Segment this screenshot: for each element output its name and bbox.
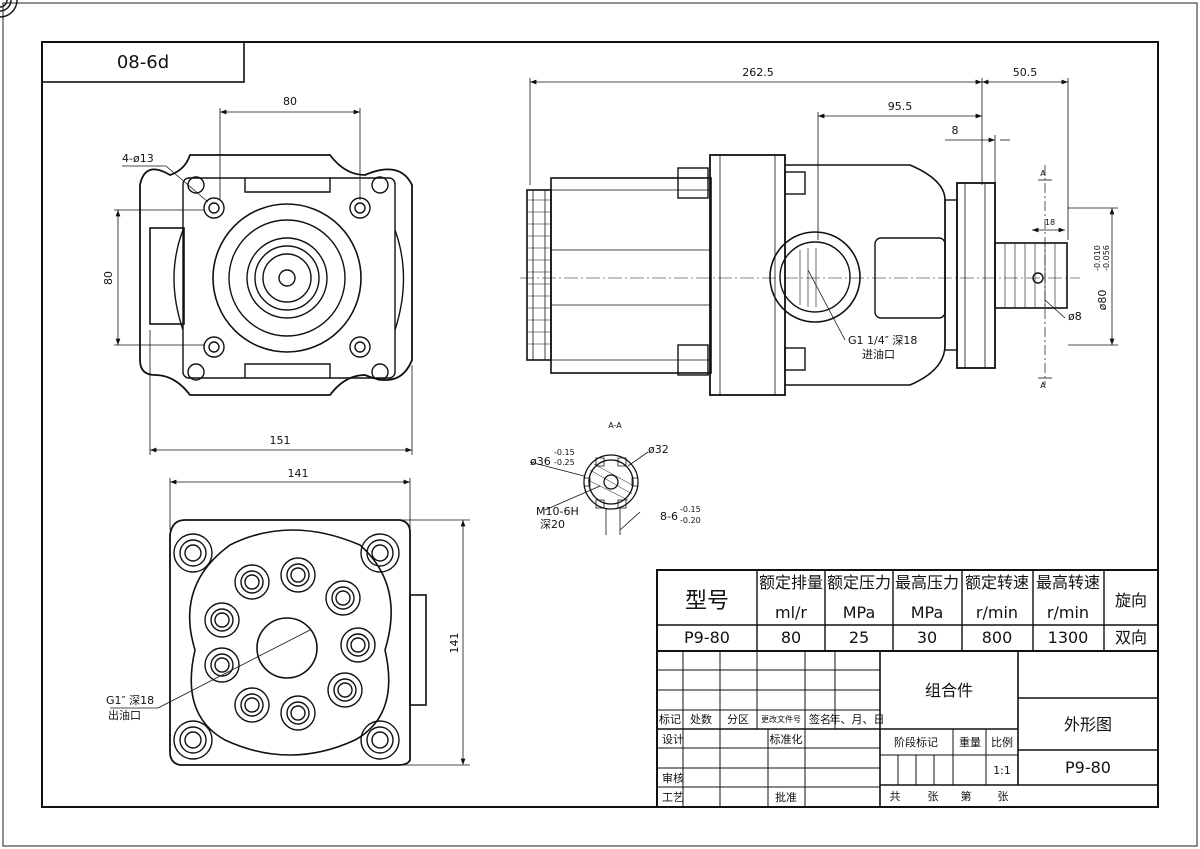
tb-approve: 批准 <box>775 790 797 804</box>
tb-standard: 标准化 <box>770 732 803 746</box>
tb-review: 审核 <box>662 771 684 785</box>
outlet-note: G1″ 深18 <box>106 694 154 707</box>
section-dia-outer-tol-low: -0.25 <box>554 458 575 467</box>
section-spline-tol-up: -0.15 <box>680 505 701 514</box>
shaft-tol-upper: -0.010 <box>1093 245 1102 271</box>
spec-value-max-pressure: 30 <box>917 628 937 647</box>
shaft-diameter: ø80 <box>1096 290 1109 311</box>
spec-header-max-speed: 最高转速 <box>1036 573 1100 592</box>
tb-stage: 阶段标记 <box>894 735 938 749</box>
pin-diameter: ø8 <box>1068 310 1082 323</box>
side-dim-key: 18 <box>1045 218 1055 227</box>
spec-value-rated-pressure: 25 <box>849 628 869 647</box>
section-dia-outer: ø36 <box>530 455 551 468</box>
section-thread-depth: 深20 <box>540 518 565 531</box>
section-view <box>529 451 649 535</box>
side-dim-mid: 95.5 <box>888 100 913 113</box>
tb-ratio: 比例 <box>991 735 1013 749</box>
tb-process: 工艺 <box>662 791 684 804</box>
side-dim-shaft: 50.5 <box>1013 66 1038 79</box>
spec-header-max-pressure: 最高压力 <box>895 573 959 592</box>
spec-value-rated-speed: 800 <box>982 628 1013 647</box>
port-dim-top: 141 <box>288 467 309 480</box>
code-box <box>41 41 245 83</box>
tb-sign: 签名 <box>809 712 831 726</box>
tb-scale: 1:1 <box>993 764 1011 777</box>
inner-frame <box>41 41 1159 808</box>
spec-header-rated-speed: 额定转速 <box>965 573 1029 592</box>
tb-sheet-no: 第 <box>961 789 972 803</box>
spec-unit-max-pressure: MPa <box>911 603 944 622</box>
tb-date: 年、月、日 <box>830 712 885 726</box>
front-dim-left: 80 <box>102 271 115 285</box>
section-thread: M10-6H <box>536 505 579 518</box>
side-dim-overall: 262.5 <box>742 66 774 79</box>
tb-doc: 更改文件号 <box>761 714 801 724</box>
tb-model: P9-80 <box>1065 758 1111 777</box>
tb-assembly: 组合件 <box>925 681 973 700</box>
title-block <box>656 650 1159 808</box>
side-dim-small: 8 <box>952 124 959 137</box>
inlet-note: G1 1/4″ 深18 <box>848 334 917 347</box>
section-title: A-A <box>608 421 622 430</box>
spec-value-rotation: 双向 <box>1115 628 1147 647</box>
tb-total: 共 <box>890 790 901 803</box>
spec-header-model: 型号 <box>685 589 729 614</box>
inlet-label: 进油口 <box>862 347 895 361</box>
tb-zone: 分区 <box>727 713 749 726</box>
port-dim-right: 141 <box>448 633 461 654</box>
spec-header-rated-pressure: 额定压力 <box>827 573 891 592</box>
shaft-tol-lower: -0.056 <box>1102 245 1111 271</box>
spec-header-displacement: 额定排量 <box>759 573 823 592</box>
front-dim-top: 80 <box>283 95 297 108</box>
spec-value-displacement: 80 <box>781 628 801 647</box>
tb-sheets1: 张 <box>928 790 939 803</box>
tb-sheets2: 张 <box>998 790 1009 803</box>
spec-value-model: P9-80 <box>684 628 730 647</box>
spec-unit-max-speed: r/min <box>1047 603 1089 622</box>
section-spline: 8-6 <box>660 510 678 523</box>
front-hole-note: 4-ø13 <box>122 152 154 165</box>
tb-weight: 重量 <box>959 735 981 749</box>
outlet-label: 出油口 <box>108 708 141 722</box>
side-view <box>520 78 1118 396</box>
tb-design: 设计 <box>662 733 684 746</box>
spec-value-max-speed: 1300 <box>1048 628 1089 647</box>
section-mark-top: A <box>1040 169 1046 178</box>
spec-unit-rated-pressure: MPa <box>843 603 876 622</box>
section-dia-outer-tol-up: -0.15 <box>554 448 575 457</box>
section-dia-inner: ø32 <box>648 443 669 456</box>
section-spline-tol-low: -0.20 <box>680 516 701 525</box>
tb-drawing-type: 外形图 <box>1064 715 1112 734</box>
spec-header-rotation: 旋向 <box>1115 591 1147 610</box>
front-view <box>114 108 413 455</box>
section-mark-bottom: A <box>1040 381 1046 390</box>
port-view <box>0 0 470 766</box>
front-dim-bottom: 151 <box>270 434 291 447</box>
drawing-code: 08-6d <box>117 52 169 73</box>
spec-unit-displacement: ml/r <box>775 603 807 622</box>
spec-unit-rated-speed: r/min <box>976 603 1018 622</box>
spec-table <box>656 569 1159 652</box>
tb-count: 处数 <box>690 713 712 726</box>
tb-mark: 标记 <box>659 712 681 726</box>
